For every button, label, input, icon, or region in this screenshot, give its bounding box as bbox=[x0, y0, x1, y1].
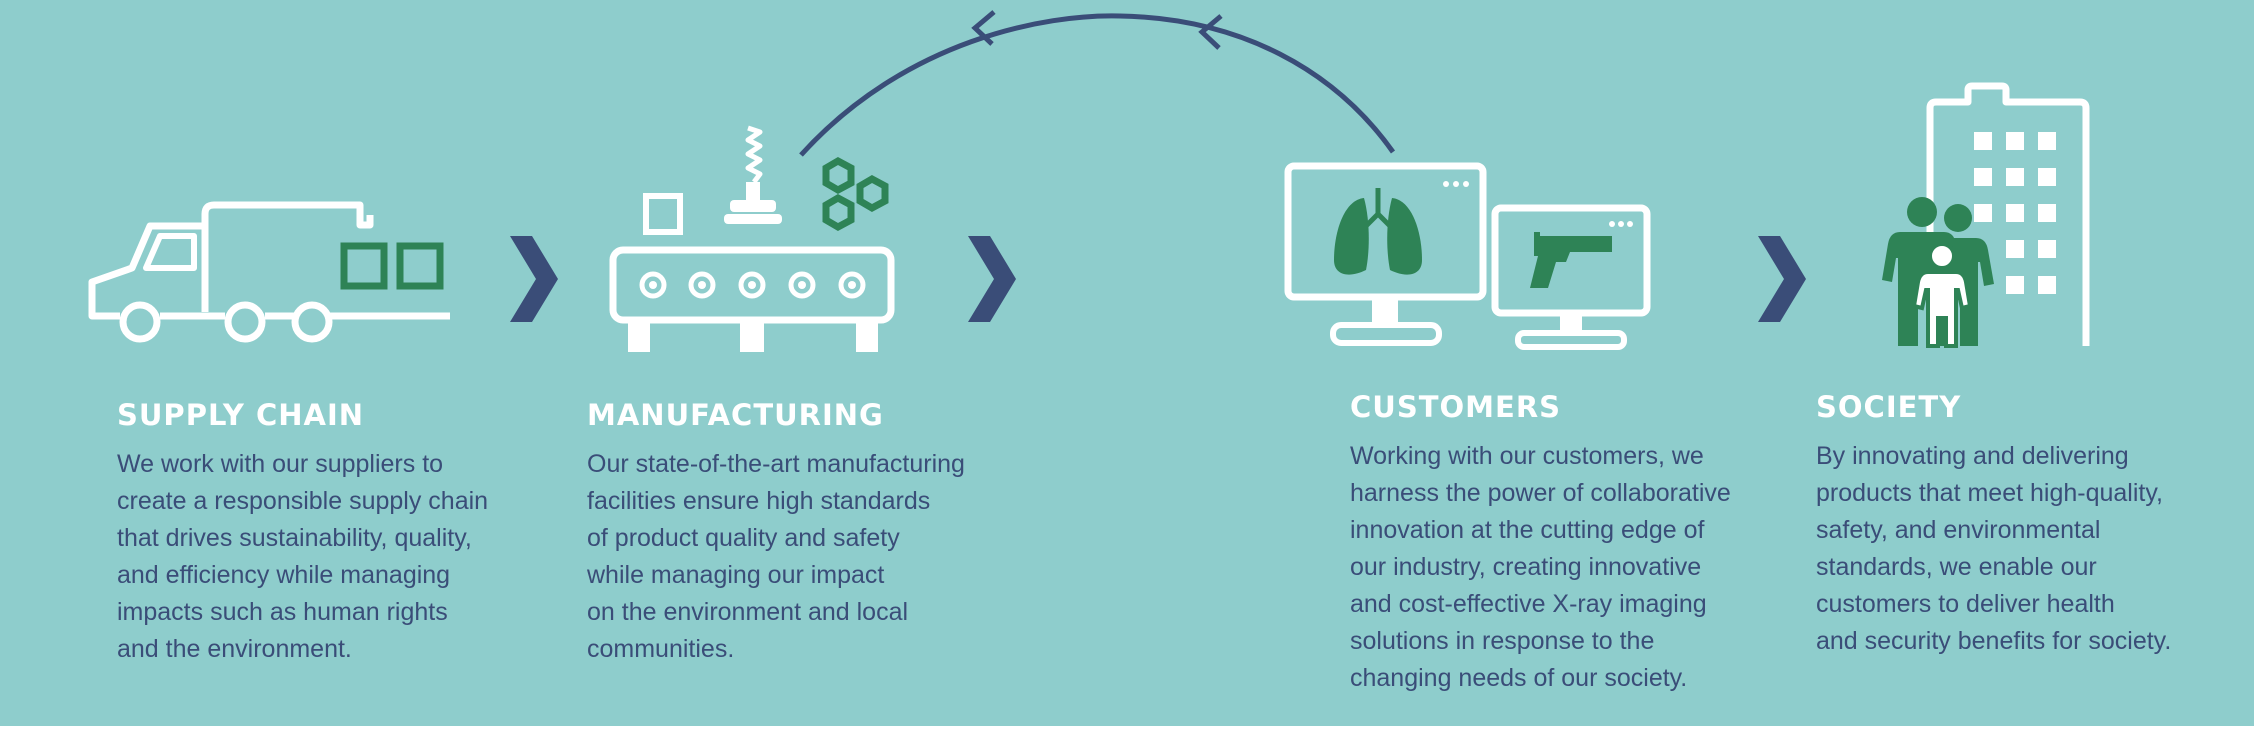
stage-customers: CUSTOMERS Working with our customers, we… bbox=[1350, 390, 1770, 697]
chevron-right-icon bbox=[968, 236, 1016, 322]
stage-supply-chain: SUPPLY CHAIN We work with our suppliers … bbox=[117, 398, 537, 668]
stage-description: Our state-of-the-art manufacturing facil… bbox=[587, 450, 965, 663]
chevron-right-icon bbox=[510, 236, 558, 322]
stage-title: SOCIETY bbox=[1816, 390, 1962, 424]
stage-description: We work with our suppliers to create a r… bbox=[117, 450, 489, 663]
family-building-icon bbox=[1882, 82, 2090, 348]
stage-description: By innovating and delivering products th… bbox=[1816, 442, 2172, 655]
stage-manufacturing: MANUFACTURING Our state-of-the-art manuf… bbox=[587, 398, 1027, 668]
stage-description: Working with our customers, we harness t… bbox=[1350, 442, 1731, 692]
stage-title: CUSTOMERS bbox=[1350, 390, 1562, 424]
conveyor-belt-icon bbox=[609, 125, 895, 352]
stage-title: SUPPLY CHAIN bbox=[117, 398, 365, 432]
bottom-border bbox=[0, 726, 2254, 732]
feedback-arc-arrow bbox=[799, 10, 1396, 157]
stage-title: MANUFACTURING bbox=[587, 398, 884, 432]
xray-monitors-icon bbox=[1284, 162, 1651, 350]
stage-society: SOCIETY By innovating and delivering pro… bbox=[1816, 390, 2236, 660]
delivery-truck-icon bbox=[88, 201, 450, 343]
chevron-right-icon bbox=[1758, 236, 1806, 322]
